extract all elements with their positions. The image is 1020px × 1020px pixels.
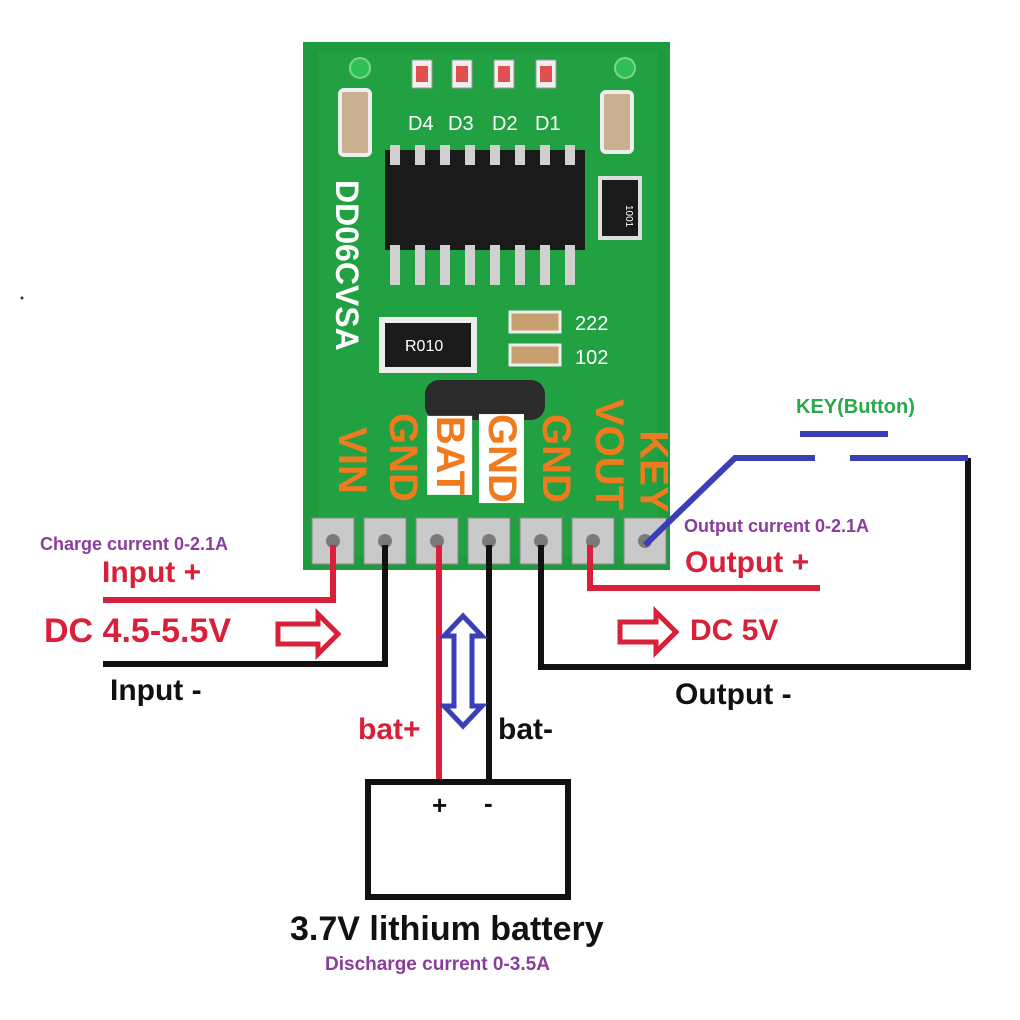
bat-plus-label: bat+	[358, 713, 421, 746]
pin-label-bat: BAT	[427, 415, 473, 496]
wire-output-plus	[587, 545, 820, 591]
stray-dot	[20, 296, 24, 300]
pin-label-key: KEY	[631, 430, 676, 513]
led-label-d3: D3	[448, 113, 474, 135]
chip-label-222: 222	[575, 313, 608, 335]
ic-chip	[385, 145, 585, 285]
wire-key	[642, 455, 815, 548]
input-plus-label: Input +	[102, 556, 202, 589]
board-model: DD06CVSA	[329, 180, 365, 351]
led-label-d4: D4	[408, 113, 434, 135]
resistor-1001	[598, 176, 642, 240]
led-label-d2: D2	[492, 113, 518, 135]
capacitor-left	[338, 88, 372, 157]
ic-body	[385, 150, 585, 250]
wire-input-minus	[103, 545, 388, 667]
pin-label-gnd-3: GND	[533, 414, 578, 503]
pin-label-vin: VIN	[329, 427, 374, 494]
resistor-1001-label: 1001	[623, 205, 634, 228]
inductor	[425, 380, 545, 420]
discharge-current-label: Discharge current 0-3.5A	[325, 954, 550, 975]
pin-label-gnd-2: GND	[478, 414, 524, 503]
bat-minus-label: bat-	[498, 713, 553, 746]
wires	[103, 431, 971, 782]
shunt-resistor	[379, 317, 477, 373]
led-d2-lens	[498, 66, 510, 82]
capacitor-102	[508, 343, 562, 367]
pin-label-vout: VOUT	[587, 398, 632, 511]
shunt-resistor-label: R010	[405, 338, 443, 355]
pin-label-gnd-1: GND	[380, 413, 425, 502]
led-d3-lens	[456, 66, 468, 82]
led-label-d1: D1	[535, 113, 561, 135]
input-arrow-shape	[275, 607, 342, 661]
output-voltage-label: DC 5V	[690, 614, 779, 647]
battery-box	[365, 779, 571, 900]
battery-plus-sign: +	[432, 790, 448, 820]
input-minus-label: Input -	[110, 674, 202, 707]
led-d1-lens	[540, 66, 552, 82]
output-arrow	[617, 605, 680, 659]
charge-current-label: Charge current 0-2.1A	[40, 534, 229, 554]
mounting-hole	[349, 57, 371, 79]
output-plus-label: Output +	[685, 546, 810, 579]
led-d4-lens	[416, 66, 428, 82]
key-button-label: KEY(Button)	[796, 396, 915, 418]
input-arrow	[275, 607, 342, 661]
input-voltage-label: DC 4.5-5.5V	[44, 612, 232, 650]
output-arrow-shape	[617, 605, 680, 659]
wire-input-plus	[103, 545, 336, 603]
output-minus-label: Output -	[675, 678, 792, 711]
battery-arrow	[438, 612, 488, 730]
header-pins	[311, 517, 667, 565]
capacitor-222	[508, 310, 562, 334]
chip-label-102: 102	[575, 347, 608, 369]
pcb-board: D4 D3 D2 D1 1001 R010 222 102	[303, 42, 670, 570]
mounting-hole	[614, 57, 636, 79]
battery-minus-sign: -	[484, 788, 493, 818]
battery-name-label: 3.7V lithium battery	[290, 910, 604, 948]
wire-output-minus	[538, 458, 971, 670]
capacitor-right	[600, 90, 634, 154]
battery-double-arrow	[438, 612, 488, 730]
led-row	[411, 59, 557, 89]
output-current-label: Output current 0-2.1A	[684, 516, 870, 536]
